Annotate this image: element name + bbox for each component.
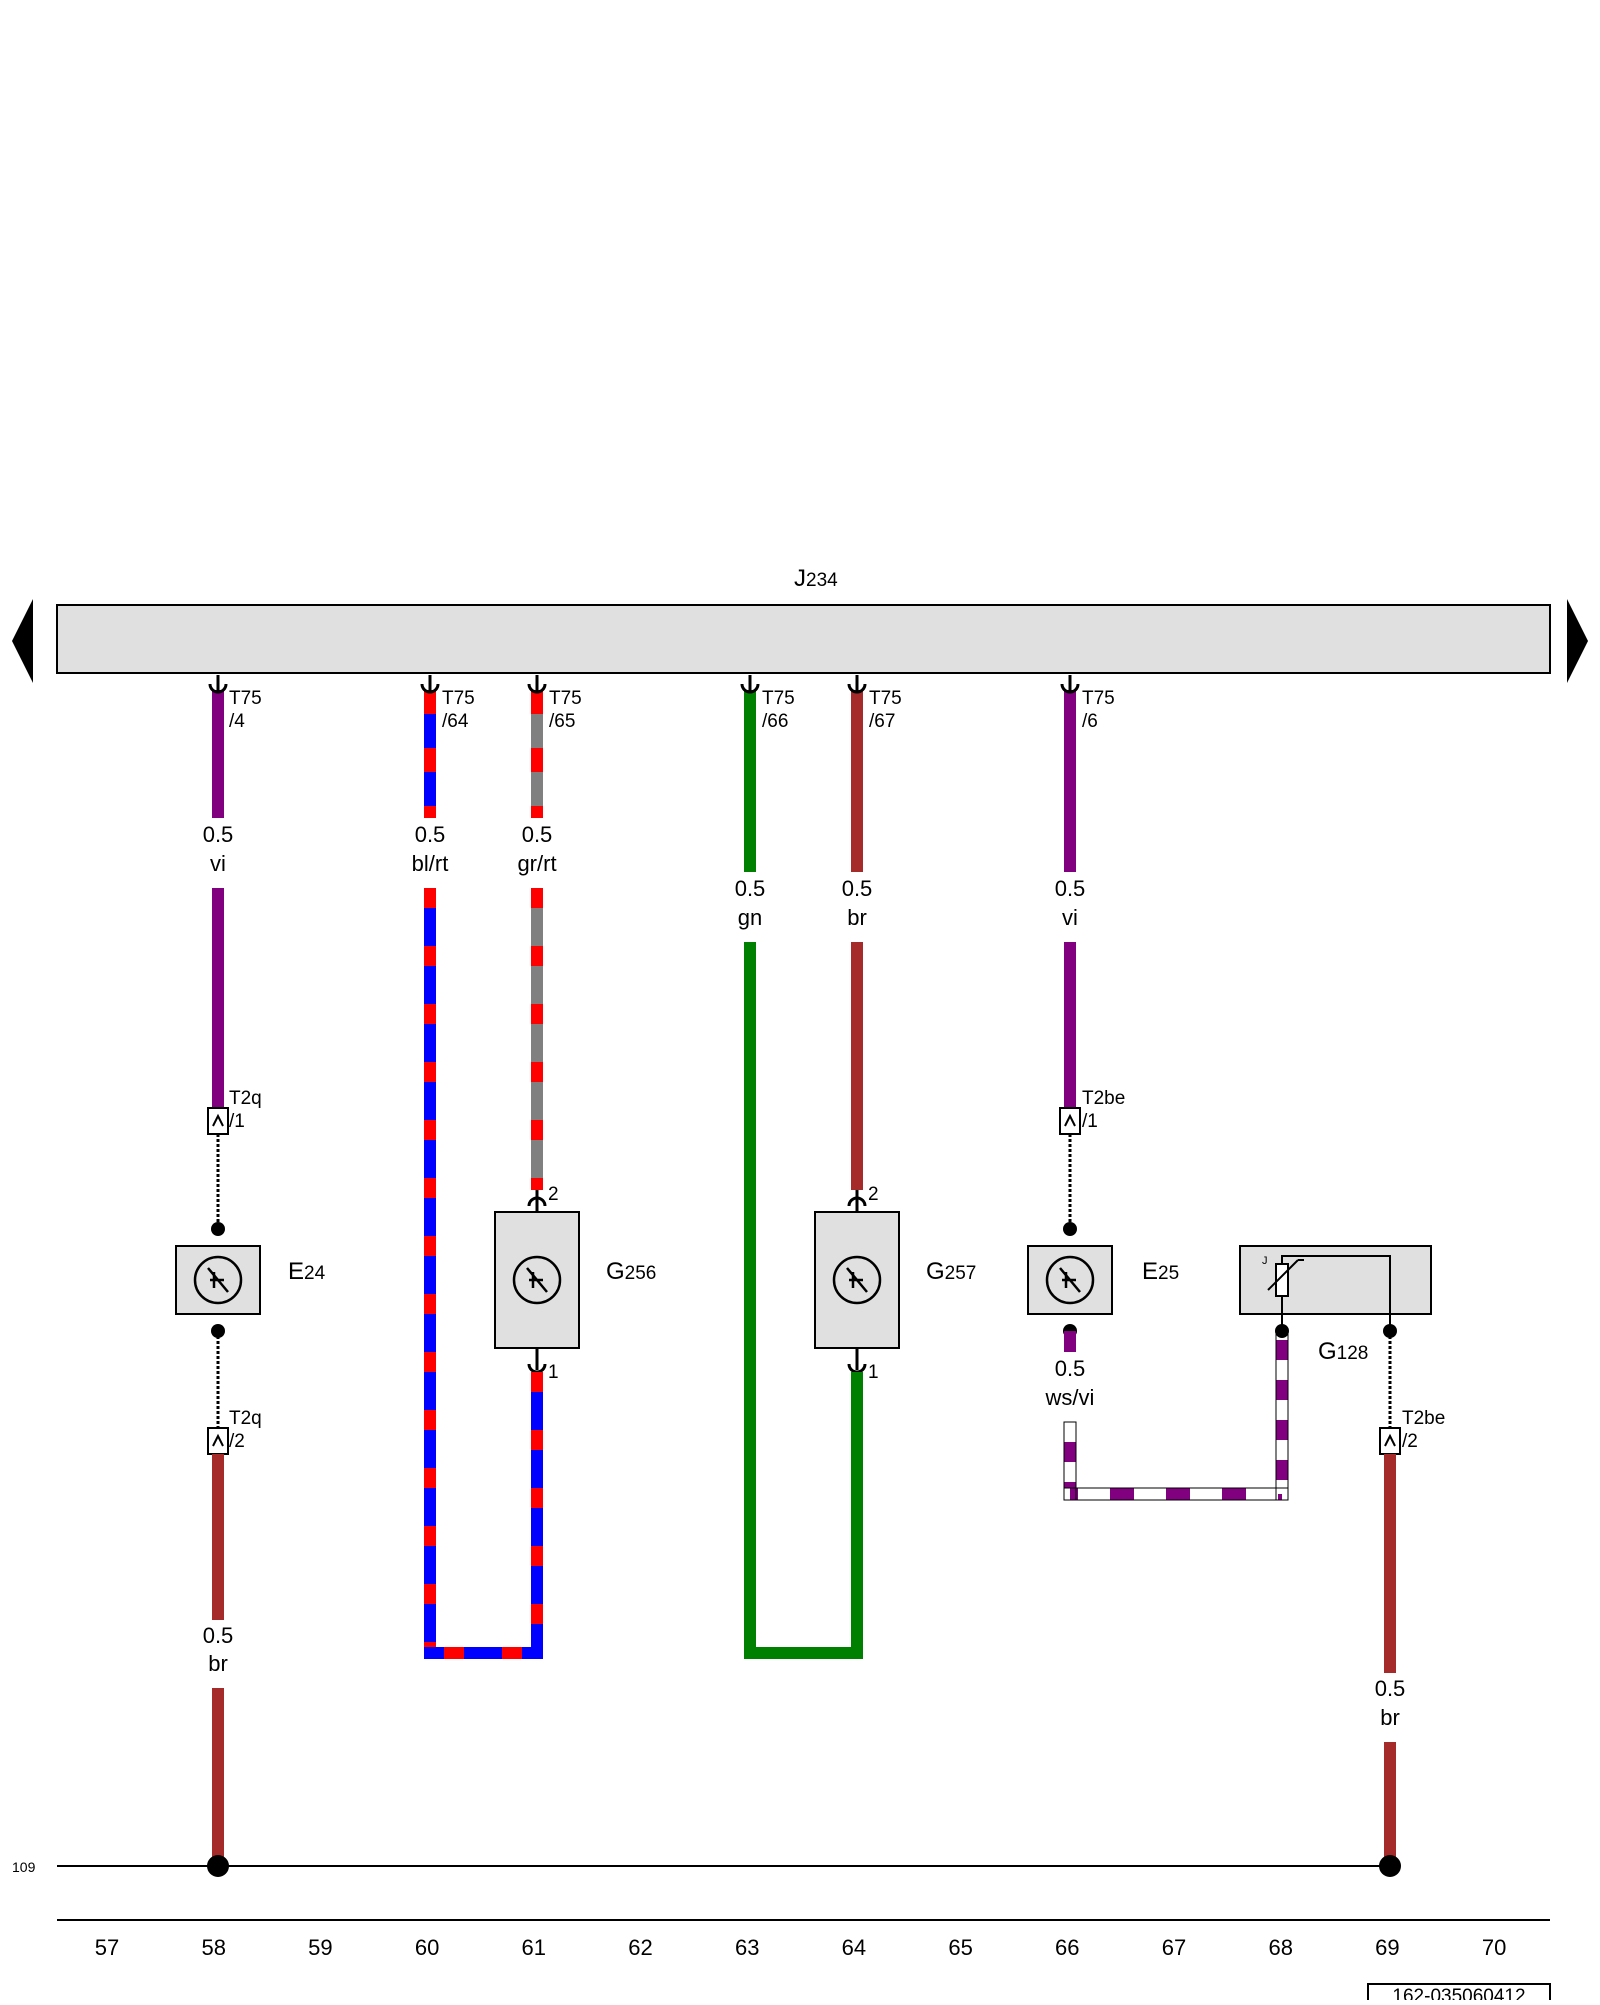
pin-number: /4 (229, 711, 245, 732)
pin-label: T75 (762, 688, 795, 709)
column-number: 59 (308, 1935, 332, 1960)
column-number: 60 (415, 1935, 439, 1960)
wire-size: 0.5 (1055, 876, 1086, 901)
wire-color: br (1380, 1705, 1400, 1730)
sensor-icon (193, 1255, 243, 1305)
pin-number: /64 (442, 711, 469, 732)
column-number: 62 (628, 1935, 652, 1960)
column-number: 64 (842, 1935, 866, 1960)
pin-label: T75 (549, 688, 582, 709)
wire-color: gr/rt (517, 851, 556, 876)
pin-number: /65 (549, 711, 575, 732)
component-label-e24: E24 (288, 1258, 326, 1285)
junction-dot (1063, 1222, 1077, 1236)
connector-label: T2be (1082, 1088, 1125, 1109)
connector-t2be-1[interactable] (1059, 1107, 1081, 1135)
wire-color: br (208, 1651, 228, 1676)
pin-label: T75 (442, 688, 475, 709)
connector-t2q-1[interactable] (207, 1107, 229, 1135)
pin-socket-icon (527, 1363, 547, 1374)
pin-label: T75 (229, 688, 262, 709)
column-number: 58 (201, 1935, 225, 1960)
wire-color: gn (738, 905, 762, 930)
connector-label: T2be (1402, 1408, 1445, 1429)
sensor-icon (832, 1255, 882, 1305)
thermistor-icon (1267, 1255, 1391, 1331)
connector-label: T2q (229, 1088, 262, 1109)
wire-e25-g128[interactable] (1063, 1331, 1289, 1501)
pin-label: T75 (1082, 688, 1115, 709)
column-number: 65 (948, 1935, 972, 1960)
module-label: J234 (794, 565, 838, 592)
pin-label: T75 (869, 688, 902, 709)
pin-number: 1 (868, 1362, 879, 1383)
wire-size: 0.5 (522, 822, 553, 847)
connector-t2q-2[interactable] (207, 1427, 229, 1455)
wire-size: 0.5 (415, 822, 446, 847)
junction-dot (211, 1222, 225, 1236)
pin-number: 2 (548, 1184, 559, 1205)
pin-number: /66 (762, 711, 788, 732)
wire-size: 0.5 (842, 876, 873, 901)
wire-color: vi (1062, 905, 1078, 930)
component-label-g256: G256 (606, 1258, 656, 1285)
column-number: 68 (1268, 1935, 1292, 1960)
pin-number: 2 (868, 1184, 879, 1205)
column-number: 57 (95, 1935, 119, 1960)
connector-pin: /2 (229, 1431, 245, 1452)
wire-color: vi (210, 851, 226, 876)
column-number: 67 (1162, 1935, 1186, 1960)
column-number: 66 (1055, 1935, 1079, 1960)
wire-color: ws/vi (1045, 1385, 1095, 1410)
ground-reference[interactable]: 109 (12, 1859, 36, 1875)
column-number: 69 (1375, 1935, 1399, 1960)
pin-socket-icon (847, 1363, 867, 1374)
pin-number: /6 (1082, 711, 1098, 732)
column-number: 70 (1482, 1935, 1506, 1960)
control-module-bar (56, 604, 1551, 674)
wire-size: 0.5 (1055, 1356, 1086, 1381)
ground-junction (1379, 1855, 1401, 1877)
column-number: 61 (522, 1935, 546, 1960)
wire-t75-64[interactable] (424, 690, 543, 1659)
connector-pin: /2 (1402, 1431, 1418, 1452)
pin-number: /67 (869, 711, 895, 732)
wire-t75-66[interactable] (744, 690, 863, 1659)
connector-pin: /1 (229, 1111, 245, 1132)
column-numbers: 57 58 59 60 61 62 63 64 65 66 67 68 69 70 (95, 1935, 1507, 1960)
connector-label: T2q (229, 1408, 262, 1429)
component-label-g128: G128 (1318, 1338, 1368, 1365)
right-arrow-icon[interactable] (1567, 599, 1588, 683)
component-g128[interactable] (1239, 1245, 1432, 1315)
diagram-code: 162-035060412 (1392, 1986, 1525, 2000)
sensor-icon (1045, 1255, 1095, 1305)
component-label-e25: E25 (1142, 1258, 1179, 1285)
connector-t2be-2[interactable] (1379, 1427, 1401, 1455)
left-arrow-icon[interactable] (12, 599, 33, 683)
junction-dot (1275, 1324, 1289, 1338)
pin-number: 1 (548, 1362, 559, 1383)
component-label-g257: G257 (926, 1258, 976, 1285)
connector-pin: /1 (1082, 1111, 1098, 1132)
component-g257[interactable] (814, 1211, 900, 1349)
wire-color: br (847, 905, 867, 930)
wire-size: 0.5 (1375, 1676, 1406, 1701)
sensor-icon (512, 1255, 562, 1305)
ground-junction (207, 1855, 229, 1877)
wire-size: 0.5 (203, 822, 234, 847)
wire-size: 0.5 (735, 876, 766, 901)
wire-size: 0.5 (203, 1623, 234, 1648)
wire-color: bl/rt (412, 851, 449, 876)
column-number: 63 (735, 1935, 759, 1960)
thermistor-label: J (1262, 1255, 1268, 1267)
